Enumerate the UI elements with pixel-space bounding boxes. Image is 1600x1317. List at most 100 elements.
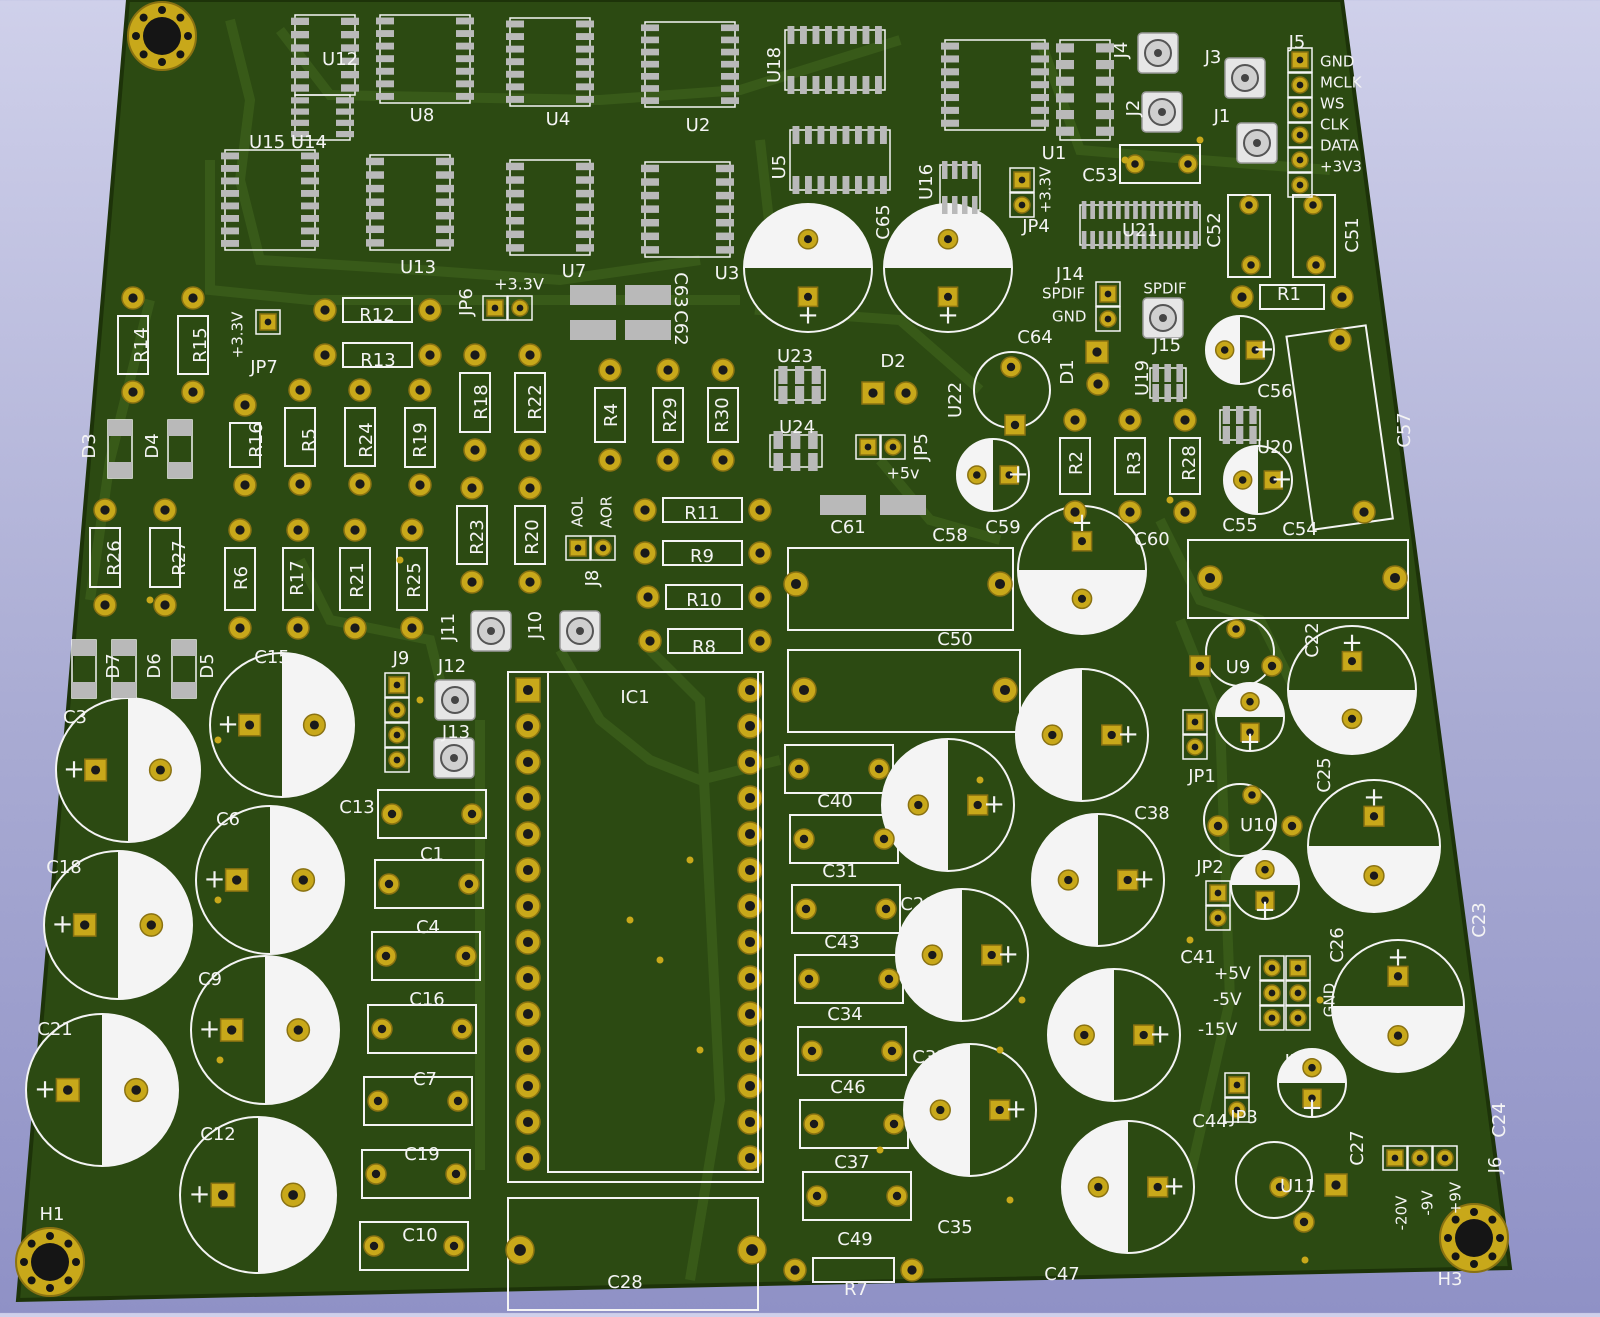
smd-pin xyxy=(1107,201,1113,219)
label-r2: R2 xyxy=(1066,451,1087,475)
through-hole-pad xyxy=(992,677,1018,703)
smd-pin xyxy=(1056,126,1074,136)
header-outline xyxy=(1285,955,1311,981)
smd-pin xyxy=(1096,93,1114,103)
smd-pin xyxy=(1056,76,1074,86)
through-hole-pad xyxy=(1330,285,1354,309)
through-hole-pad xyxy=(515,1073,541,1099)
label-r7: R7 xyxy=(844,1279,868,1300)
smd-pin xyxy=(942,196,948,214)
smd-pin xyxy=(456,17,474,25)
through-hole-pad xyxy=(737,965,763,991)
net-label: GND xyxy=(1320,53,1354,71)
mounting-via xyxy=(132,32,140,40)
mounting-via xyxy=(20,1258,28,1266)
through-hole-pad xyxy=(463,343,487,367)
drill-hole xyxy=(100,600,110,610)
drill-hole xyxy=(467,577,477,587)
through-hole-pad xyxy=(515,1145,541,1171)
through-hole-pad xyxy=(1004,414,1026,436)
film-capacitor-outline xyxy=(363,1076,473,1126)
drill-hole xyxy=(755,548,765,558)
drill-hole xyxy=(309,720,319,730)
smd-pin xyxy=(576,83,594,91)
smd-pin xyxy=(1107,231,1113,249)
drill-hole xyxy=(1294,964,1302,972)
smd-pin xyxy=(716,191,734,200)
mounting-drill xyxy=(143,17,181,55)
through-hole-pad xyxy=(1291,76,1309,94)
label-j2: J2 xyxy=(1123,100,1144,118)
smd-pin xyxy=(301,165,319,172)
smd-pin xyxy=(366,212,384,220)
smd-pad xyxy=(72,640,96,656)
through-hole-pad xyxy=(797,228,819,250)
smd-pin xyxy=(875,26,882,44)
drill-hole xyxy=(803,235,813,244)
label-c7: C7 xyxy=(413,1069,437,1090)
through-hole-pad xyxy=(505,1235,535,1265)
label-d1: D1 xyxy=(1057,359,1078,384)
smd-pin xyxy=(221,240,239,247)
smd-pad xyxy=(172,640,196,656)
drill-hole xyxy=(1268,989,1276,997)
label-r19: R19 xyxy=(410,422,431,457)
drill-hole xyxy=(522,1116,534,1128)
through-hole-pad xyxy=(228,616,252,640)
smd-pin xyxy=(825,26,832,44)
drill-hole xyxy=(1296,106,1304,114)
net-label: +3.3V xyxy=(229,311,247,358)
through-hole-pad xyxy=(737,677,763,703)
drill-hole xyxy=(1104,315,1112,323)
via xyxy=(1166,496,1174,504)
drill-hole xyxy=(1077,594,1087,603)
through-hole-pad xyxy=(929,1099,951,1121)
through-hole-pad xyxy=(737,1235,767,1265)
drill-hole xyxy=(525,577,535,587)
drill-hole xyxy=(640,505,650,515)
smd-pin xyxy=(941,94,959,102)
film-capacitor-outline xyxy=(374,859,484,909)
smd-pin xyxy=(641,164,659,173)
drill-hole xyxy=(1123,875,1132,885)
drill-hole xyxy=(467,483,477,493)
drill-hole xyxy=(240,400,250,410)
drill-hole xyxy=(605,455,615,465)
through-hole-pad xyxy=(288,472,312,496)
drill-hole xyxy=(1195,661,1205,671)
through-hole-pad xyxy=(1263,470,1284,490)
smd-pad xyxy=(172,682,196,698)
label-c40: C40 xyxy=(817,791,852,812)
drill-hole xyxy=(804,974,814,984)
smd-pin xyxy=(850,26,857,44)
through-hole-pad xyxy=(1341,650,1363,672)
drill-hole xyxy=(1393,1031,1403,1040)
label-c65: C65 xyxy=(873,204,894,239)
mounting-via xyxy=(27,1239,36,1248)
through-hole-pad xyxy=(594,539,612,557)
resistor-body xyxy=(342,342,413,368)
smd-pin xyxy=(778,366,788,384)
plus-mark: + xyxy=(204,865,226,895)
through-hole-pad xyxy=(989,1099,1011,1121)
smd-pin xyxy=(301,202,319,210)
smd-pin xyxy=(341,71,359,79)
through-hole-pad xyxy=(1086,372,1110,396)
drill-hole xyxy=(295,479,305,489)
smd-pin xyxy=(1056,93,1074,103)
drill-hole xyxy=(131,1085,141,1095)
smd-pin xyxy=(805,126,812,144)
header-outline xyxy=(880,434,906,460)
through-hole-pad xyxy=(1073,1024,1095,1046)
resistor-body xyxy=(459,372,491,433)
film-capacitor-outline xyxy=(791,884,901,934)
header-outline xyxy=(1259,1005,1285,1031)
drill-hole xyxy=(377,1024,387,1034)
through-hole-pad xyxy=(388,751,406,769)
through-hole-pad xyxy=(1085,340,1109,364)
header-outline xyxy=(1205,905,1231,931)
through-hole-pad xyxy=(1209,884,1227,902)
net-label: +3.3V xyxy=(1037,166,1055,213)
through-hole-pad xyxy=(343,616,367,640)
drill-hole xyxy=(350,623,360,633)
